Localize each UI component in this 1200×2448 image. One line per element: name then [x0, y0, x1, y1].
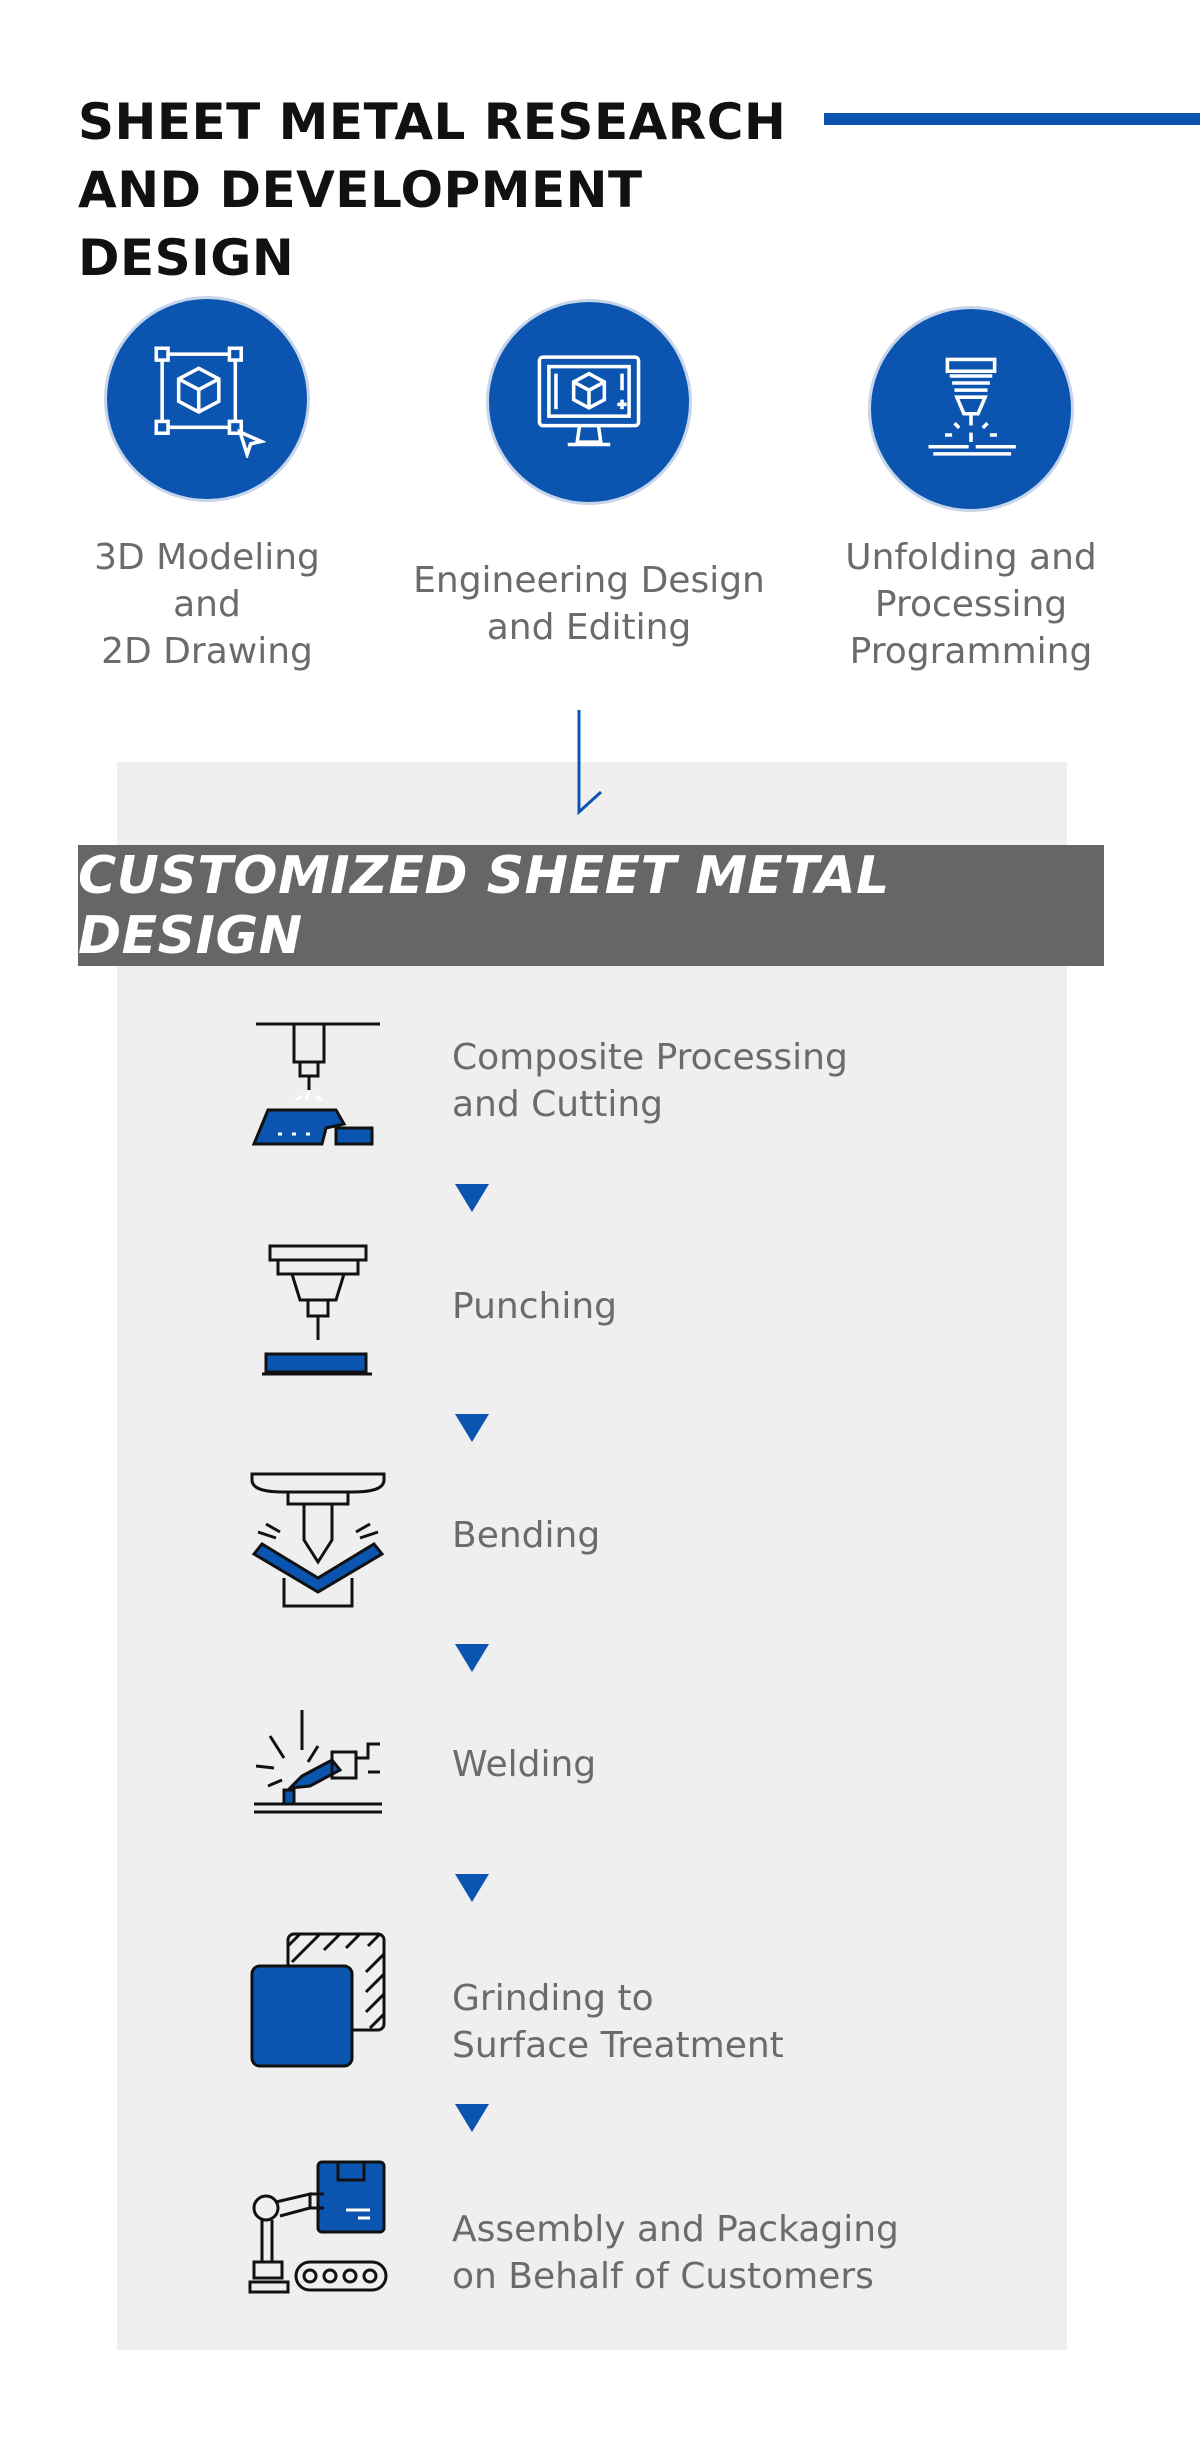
step-5-label: Grinding to Surface Treatment — [452, 1978, 784, 2066]
press-brake-icon — [250, 1472, 386, 1608]
step-5-arrow — [455, 2104, 489, 2132]
step-6-label: Assembly and Packaging on Behalf of Cust… — [452, 2209, 899, 2297]
punch-press-icon — [262, 1244, 372, 1376]
cutting-machine-icon — [251, 1022, 380, 1146]
banner: CUSTOMIZED SHEET METAL DESIGN — [78, 845, 1104, 966]
surface-treatment-icon — [250, 1932, 386, 2068]
monitor-cad-icon — [537, 355, 641, 447]
feature-3-circle — [868, 306, 1074, 512]
step-2-arrow — [455, 1414, 489, 1442]
feature-1-circle — [104, 296, 310, 502]
feature-2-circle — [486, 299, 692, 505]
title-accent-line — [824, 113, 1200, 125]
feature-1-caption: 3D Modeling and 2D Drawing — [94, 537, 320, 672]
arrow-down-icon — [577, 710, 603, 816]
step-1-label: Composite Processing and Cutting — [452, 1037, 848, 1125]
step-3-label: Bending — [452, 1515, 601, 1556]
3d-cube-selection-icon — [154, 346, 266, 458]
step-1-arrow — [455, 1184, 489, 1212]
laser-cutter-icon — [928, 357, 1016, 456]
feature-3-caption: Unfolding and Processing Programming — [845, 537, 1097, 672]
step-2-label: Punching — [452, 1286, 617, 1327]
robot-arm-packaging-icon — [248, 2160, 388, 2294]
feature-2-caption: Engineering Design and Editing — [413, 560, 765, 648]
step-4-label: Welding — [452, 1744, 597, 1785]
welding-torch-icon — [254, 1710, 382, 1814]
step-3-arrow — [455, 1644, 489, 1672]
page-title: SHEET METAL RESEARCH AND DEVELOPMENT DES… — [78, 93, 787, 287]
step-4-arrow — [455, 1874, 489, 1902]
